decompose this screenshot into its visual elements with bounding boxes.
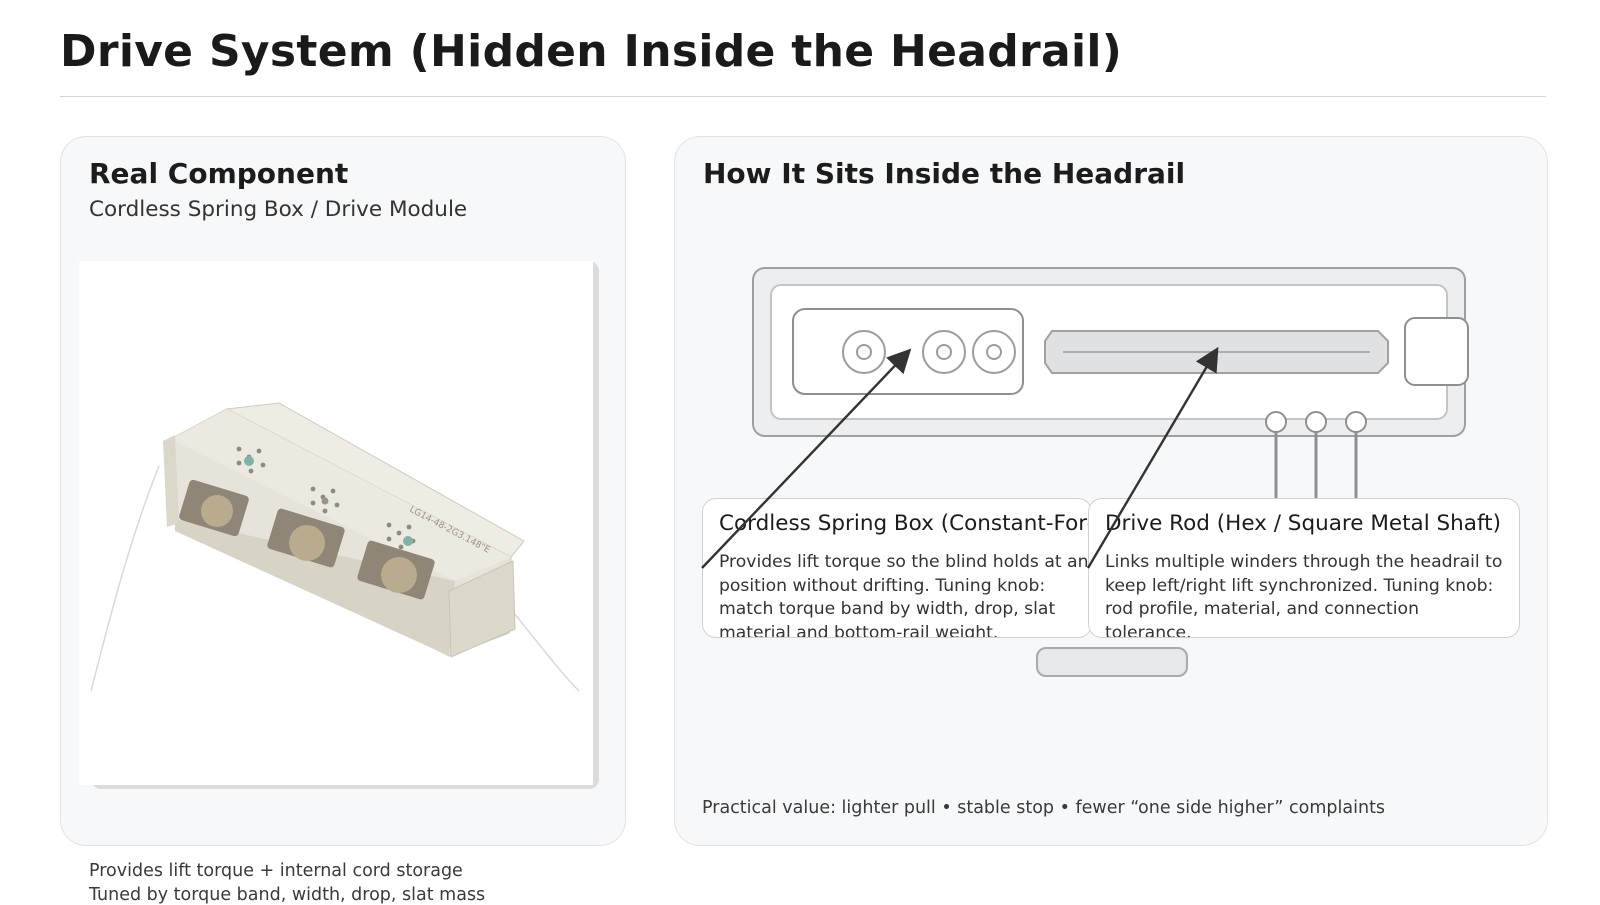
callout-drive-rod-title: Drive Rod (Hex / Square Metal Shaft) (1105, 511, 1501, 536)
card-title-real-component: Real Component (89, 157, 349, 190)
spring-box-photo: LG14-48-2G3.148"E (79, 261, 593, 785)
callout-drive-rod: Drive Rod (Hex / Square Metal Shaft) Lin… (1088, 498, 1520, 638)
callout-drive-rod-body: Links multiple winders through the headr… (1105, 552, 1503, 638)
callout-spring-box: Cordless Spring Box (Constant-Force) Pro… (702, 498, 1092, 638)
real-component-card: Real Component Cordless Spring Box / Dri… (60, 136, 626, 905)
spring-box-illustration: LG14-48-2G3.148"E (90, 402, 580, 692)
caption-line-2: Tuned by torque band, width, drop, slat … (89, 885, 486, 905)
title-divider (60, 96, 1546, 97)
card-title-headrail: How It Sits Inside the Headrail (703, 157, 1186, 190)
practical-value-note: Practical value: lighter pull • stable s… (702, 798, 1386, 818)
card-subtitle-component-name: Cordless Spring Box / Drive Module (89, 197, 468, 222)
callout-spring-box-title: Cordless Spring Box (Constant-Force) (719, 511, 1092, 536)
caption-line-1: Provides lift torque + internal cord sto… (89, 861, 463, 881)
page-title: Drive System (Hidden Inside the Headrail… (60, 26, 1123, 77)
headrail-diagram-card: How It Sits Inside the Headrail (674, 136, 1548, 846)
callout-spring-box-body: Provides lift torque so the blind holds … (719, 552, 1092, 638)
